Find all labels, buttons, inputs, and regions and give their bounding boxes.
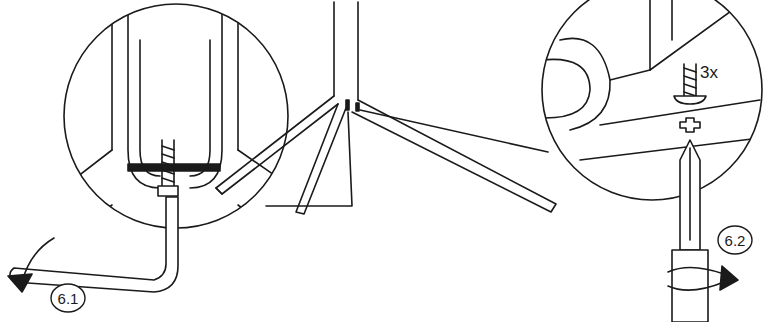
callout-text: 6.1: [58, 291, 79, 306]
detail-view-bolt: [8, 0, 290, 292]
detail-view-screw: [542, 0, 762, 322]
leader-line: [360, 110, 548, 152]
callout-number: 6.2: [717, 225, 753, 255]
callout-number: 6.1: [50, 283, 86, 313]
callout-text: 6.2: [725, 233, 746, 248]
quantity-label: 3x: [700, 64, 718, 81]
